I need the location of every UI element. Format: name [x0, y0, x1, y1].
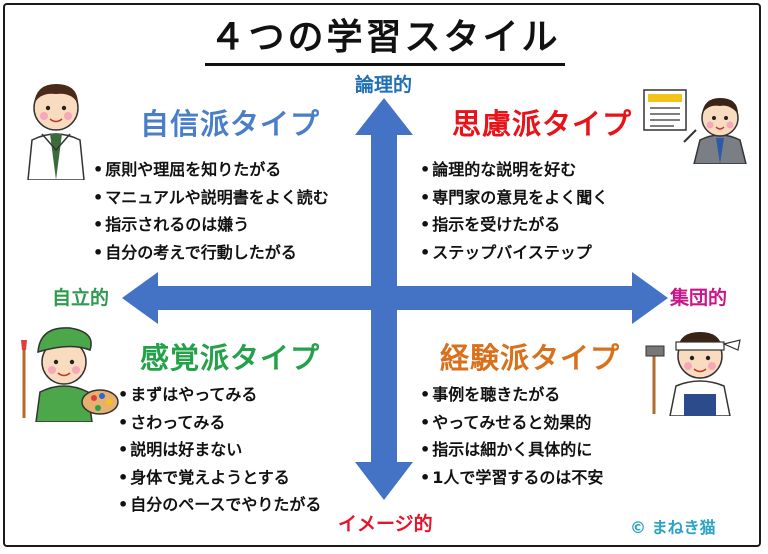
list-item: 指示されるのは嫌う [93, 211, 329, 239]
carpenter-character-icon [645, 332, 741, 416]
list-item: 自分のペースでやりたがる [118, 491, 321, 519]
list-item: 専門家の意見をよく聞く [420, 184, 608, 212]
bullet-list-confident: 原則や理屈を知りたがる マニュアルや説明書をよく読む 指示されるのは嫌う 自分の… [93, 156, 329, 266]
page-title: ４つの学習スタイル [209, 17, 561, 58]
bullet-list-thoughtful: 論理的な説明を好む 専門家の意見をよく聞く 指示を受けたがる ステップバイステッ… [420, 156, 608, 266]
axis-label-top: 論理的 [355, 74, 413, 96]
list-item: 事例を聴きたがる [420, 381, 603, 409]
bullet-list-experience: 事例を聴きたがる やってみせると効果的 指示は細かく具体的に 1人で学習するのは… [420, 381, 603, 491]
axis-label-left: 自立的 [52, 287, 110, 309]
quadrant-title-thoughtful: 思慮派タイプ [452, 107, 633, 141]
credit-label: © まねき猫 [630, 518, 716, 537]
list-item: 身体で覚えようとする [118, 464, 321, 492]
list-item: やってみせると効果的 [420, 409, 603, 437]
quadrant-title-sensory: 感覚派タイプ [140, 341, 321, 375]
list-item: さわってみる [118, 409, 321, 437]
axis-label-bottom: イメージ的 [338, 513, 433, 535]
list-item: ステップバイステップ [420, 239, 608, 267]
quadrant-title-experience: 経験派タイプ [440, 341, 621, 375]
axis-label-right: 集団的 [670, 287, 728, 309]
list-item: 自分の考えで行動したがる [93, 239, 329, 267]
list-item: 論理的な説明を好む [420, 156, 608, 184]
list-item: 1人で学習するのは不安 [420, 464, 603, 492]
bullet-list-sensory: まずはやってみる さわってみる 説明は好まない 身体で覚えようとする 自分のペー… [118, 381, 321, 519]
list-item: 原則や理屈を知りたがる [93, 156, 329, 184]
title-underline [205, 63, 565, 66]
doctor-character-icon [27, 84, 85, 180]
list-item: マニュアルや説明書をよく読む [93, 184, 329, 212]
painter-character-icon [21, 327, 119, 422]
list-item: 説明は好まない [118, 436, 321, 464]
businessman-presenter-icon [643, 89, 747, 164]
horizontal-axis-arrow [122, 272, 668, 324]
quadrant-title-confident: 自信派タイプ [140, 107, 321, 141]
list-item: 指示は細かく具体的に [420, 436, 603, 464]
list-item: まずはやってみる [118, 381, 321, 409]
list-item: 指示を受けたがる [420, 211, 608, 239]
